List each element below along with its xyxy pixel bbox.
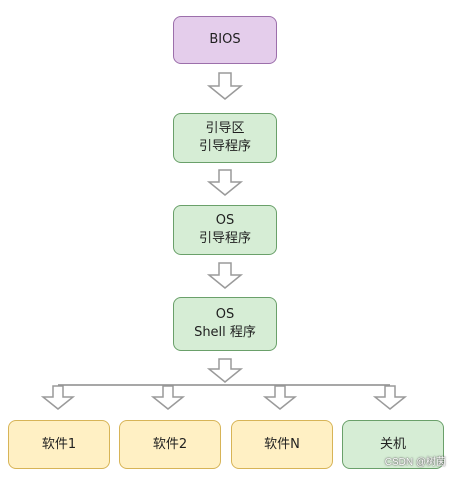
poweroff-node: 关机 — [342, 420, 444, 469]
arrow-to-software-1 — [40, 385, 76, 410]
bios-node: BIOS — [173, 16, 277, 64]
os-bootloader-line-2: 引导程序 — [198, 231, 251, 246]
arrow-bios-to-boot — [206, 72, 244, 100]
os-shell-line-1: OS — [215, 307, 235, 322]
software-1-label: 软件1 — [41, 436, 77, 452]
software-2-node: 软件2 — [119, 420, 221, 469]
software-n-node: 软件N — [231, 420, 333, 469]
software-2-label: 软件2 — [152, 436, 188, 452]
software-1-node: 软件1 — [8, 420, 110, 469]
os-shell-node: OS Shell 程序 — [173, 297, 277, 351]
arrow-to-software-n — [262, 385, 298, 410]
arrow-to-software-2 — [150, 385, 186, 410]
boot-sector-line-1: 引导区 — [205, 121, 245, 136]
bios-node-label: BIOS — [209, 32, 241, 47]
boot-sector-line-2: 引导程序 — [198, 139, 251, 154]
watermark: CSDN @树茵 — [384, 457, 446, 468]
arrow-shell-down — [206, 358, 244, 383]
poweroff-label: 关机 — [379, 436, 406, 452]
arrow-boot-to-os-boot — [206, 169, 244, 196]
arrow-to-poweroff — [372, 385, 408, 410]
os-bootloader-node: OS 引导程序 — [173, 205, 277, 255]
os-bootloader-line-1: OS — [215, 213, 235, 228]
os-shell-line-2: Shell 程序 — [194, 325, 256, 340]
arrow-os-boot-to-shell — [206, 262, 244, 289]
software-n-label: 软件N — [264, 436, 300, 452]
boot-sector-node: 引导区 引导程序 — [173, 113, 277, 163]
